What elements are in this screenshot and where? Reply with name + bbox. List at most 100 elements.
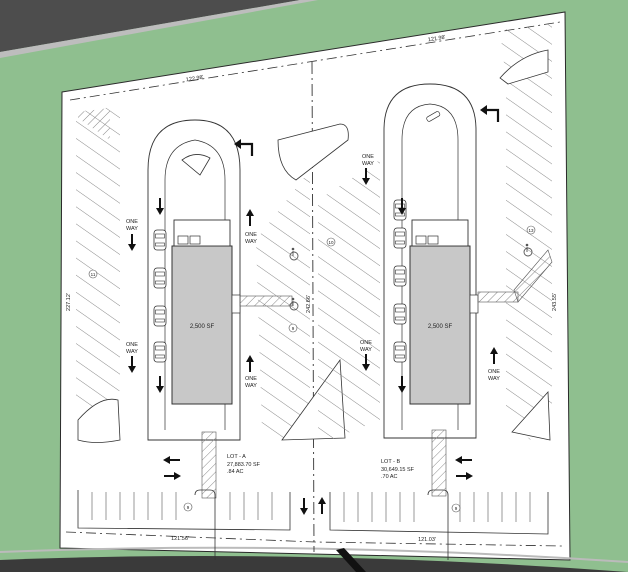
lot-a-info: LOT - A 27,883.70 SF .84 AC — [227, 454, 261, 475]
lot-b-building-area: 2,500 SF — [428, 324, 453, 330]
lot-a-menu-island — [181, 154, 211, 176]
lot-b-parking-bottom — [329, 492, 549, 535]
lot-a-island-top — [277, 123, 349, 181]
svg-text:ONE: ONE — [362, 154, 374, 160]
lot-a-parking-left — [76, 106, 120, 420]
site-parcel — [59, 11, 571, 561]
lot-b-building — [409, 245, 471, 405]
lot-b-one-way-label-3: ONE WAY — [488, 369, 500, 382]
lot-a-island-left — [77, 398, 121, 443]
lot-a-stalls — [91, 492, 273, 520]
dimension-left-side: 227.12' — [66, 293, 72, 311]
lot-b-car-4 — [393, 341, 407, 363]
lot-a-door — [231, 294, 241, 314]
lot-a-space-count-4: 9 — [183, 502, 193, 512]
lot-a-window-2 — [189, 235, 201, 245]
svg-text:WAY: WAY — [245, 239, 257, 245]
svg-text:9: 9 — [292, 326, 295, 331]
svg-text:WAY: WAY — [362, 161, 374, 167]
lot-b-parking-center — [318, 160, 380, 440]
lot-a-one-way-label-2: ONE WAY — [245, 232, 257, 245]
dimension-bottom-right: 121.03' — [418, 537, 436, 543]
lot-a-one-way-label-1: ONE WAY — [126, 219, 138, 232]
lot-b-car-2 — [393, 265, 407, 287]
svg-text:13: 13 — [528, 228, 534, 233]
lot-a-car-1 — [153, 229, 167, 251]
lot-b-one-way-label-1: ONE WAY — [362, 154, 374, 167]
svg-text:WAY: WAY — [126, 349, 138, 355]
lot-b-info: LOT - B 30,649.15 SF .70 AC — [381, 459, 415, 480]
lot-b-ramp — [513, 249, 553, 303]
lot-a-building-area: 2,500 SF — [190, 324, 215, 330]
property-line-top — [69, 21, 561, 101]
svg-text:27,883.70 SF: 27,883.70 SF — [227, 462, 261, 468]
lot-a-parking-bottom — [77, 490, 291, 531]
lot-b-one-way-label-2: ONE WAY — [360, 340, 372, 353]
lot-b-car-3 — [393, 303, 407, 325]
svg-text:LOT - A: LOT - A — [227, 454, 246, 460]
lot-a-drive-inner — [164, 139, 226, 430]
lot-a-space-count-2: 10 — [326, 237, 336, 247]
svg-text:ONE: ONE — [360, 340, 372, 346]
lot-b-parking-right — [500, 24, 552, 440]
lot-a-entry-walk — [201, 431, 217, 499]
lot-b-island-bottom — [511, 391, 551, 441]
north-arrow-icon — [336, 548, 366, 572]
dimension-top-right: 121.98' — [428, 35, 447, 44]
property-line-bottom — [65, 531, 563, 547]
svg-text:WAY: WAY — [245, 383, 257, 389]
lot-b-menu-board — [426, 111, 441, 122]
lot-b-stalls — [343, 492, 531, 522]
road-top-edge — [0, 0, 318, 58]
svg-text:ONE: ONE — [488, 369, 500, 375]
svg-text:ONE: ONE — [126, 342, 138, 348]
lot-a-car-2 — [153, 267, 167, 289]
svg-text:9: 9 — [187, 505, 190, 510]
svg-text:.70 AC: .70 AC — [381, 474, 398, 480]
svg-text:.84 AC: .84 AC — [227, 469, 244, 475]
dimension-right-side: 243.55' — [552, 293, 558, 311]
lot-b-space-count-2: 9 — [451, 503, 461, 513]
lot-a-car-4 — [153, 341, 167, 363]
svg-text:9: 9 — [455, 506, 458, 511]
lot-b-drive-inner — [401, 103, 459, 430]
lot-b-walkway — [477, 291, 519, 303]
svg-text:10: 10 — [328, 240, 334, 245]
svg-text:30,649.15 SF: 30,649.15 SF — [381, 467, 415, 473]
lot-a-building — [171, 245, 233, 405]
svg-text:ONE: ONE — [245, 232, 257, 238]
lot-b-entry-walk — [431, 429, 447, 497]
lot-a-corner-hatch — [78, 108, 110, 140]
lot-divider — [311, 61, 315, 553]
dimension-top-left: 122.98' — [186, 75, 205, 84]
lot-b-curb-return — [427, 489, 449, 560]
lot-a-curb-return — [194, 489, 216, 560]
lot-b-window-1 — [415, 235, 427, 245]
svg-text:WAY: WAY — [126, 226, 138, 232]
lot-b-door — [469, 294, 479, 314]
dimension-center-line: 242.66' — [306, 295, 312, 313]
lot-a-car-3 — [153, 305, 167, 327]
lot-a-one-way-label-3: ONE WAY — [126, 342, 138, 355]
lot-b-car-1 — [393, 227, 407, 249]
lot-b-island-top — [499, 49, 549, 85]
lot-b-space-count-1: 13 — [526, 225, 536, 235]
svg-text:ONE: ONE — [245, 376, 257, 382]
lot-a-window-1 — [177, 235, 189, 245]
lot-b-window-2 — [427, 235, 439, 245]
lot-a-space-count-1: 11 — [88, 269, 98, 279]
lot-a-one-way-label-4: ONE WAY — [245, 376, 257, 389]
svg-text:WAY: WAY — [488, 376, 500, 382]
svg-text:WAY: WAY — [360, 347, 372, 353]
road-bottom-edge — [0, 546, 628, 563]
lot-a-drive-lane — [147, 119, 241, 441]
lot-b-drive-lane — [383, 83, 477, 439]
road-bottom — [0, 556, 628, 572]
svg-text:LOT - B: LOT - B — [381, 459, 400, 465]
lot-a-parking-center — [256, 170, 310, 440]
lot-a-space-count-3: 9 — [288, 323, 298, 333]
lot-a-building-annex — [173, 219, 231, 247]
svg-text:ONE: ONE — [126, 219, 138, 225]
